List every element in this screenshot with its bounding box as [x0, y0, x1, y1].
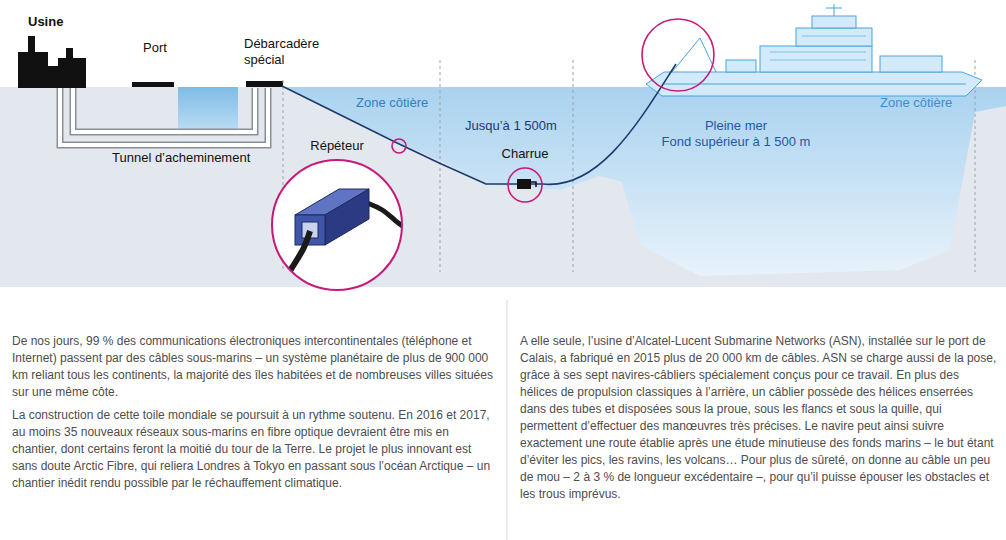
ship-highlight [642, 19, 714, 91]
ground-band [0, 87, 1006, 287]
plough-callout-shape [507, 167, 543, 203]
pier-quay [246, 81, 283, 87]
depth-label: Fond supérieur à 1 500 m [650, 134, 822, 150]
port-label: Port [143, 40, 167, 56]
repeater-icon [281, 189, 407, 285]
cable-ship [646, 4, 982, 96]
body-paragraph: A elle seule, l’usine d’Alcatel-Lucent S… [520, 333, 998, 503]
callout-title: Charrue [502, 146, 549, 162]
callout-ring [508, 168, 542, 202]
supply-tunnel [60, 88, 268, 145]
factory-icon [18, 36, 86, 88]
port-quay [132, 82, 174, 87]
zone-label: Zone côtière [880, 95, 952, 111]
callout-title: Répéteur [310, 138, 363, 154]
column-divider [507, 300, 508, 540]
zone-label: Zone côtière [356, 95, 428, 111]
body-paragraph: De nos jours, 99 % des communications él… [12, 333, 494, 401]
factory-label: Usine [28, 14, 63, 30]
repeater-marker [392, 139, 406, 153]
callout-circle [272, 160, 402, 290]
plough-icon [531, 182, 536, 187]
zone-label: Pleine mer [650, 118, 822, 134]
plough-icon [517, 179, 531, 189]
plough-callout: Charrue [507, 167, 543, 203]
port-basin [178, 87, 238, 130]
pier-label: Débarcadère spécial [244, 36, 326, 68]
repeater-callout-shape [271, 159, 403, 291]
body-paragraph: La construction de cette toile mondiale … [12, 407, 494, 492]
depth-label: Jusqu’à 1 500m [465, 118, 557, 134]
tunnel-label: Tunnel d’acheminement [112, 150, 250, 166]
repeater-callout: Répéteur [271, 159, 403, 291]
callout-ring [272, 160, 402, 290]
